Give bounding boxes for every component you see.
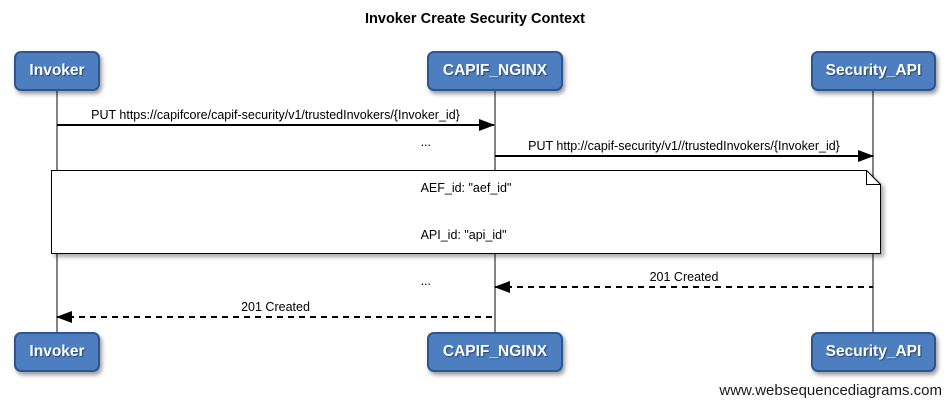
note-shape — [51, 170, 881, 254]
message-line — [57, 124, 494, 126]
watermark-websequencediagrams: www.websequencediagrams.com — [719, 382, 942, 399]
actor-capif-nginx-bottom: CAPIF_NGINX — [427, 332, 563, 372]
actor-invoker-bottom: Invoker — [14, 332, 100, 372]
arrowhead-left-icon — [494, 281, 510, 293]
message-label: PUT https://capifcore/capif-security/v1/… — [91, 108, 460, 122]
arrowhead-left-icon — [56, 311, 72, 323]
message-line — [57, 316, 494, 318]
arrowhead-right-icon — [479, 119, 495, 131]
actor-label: Security_API — [825, 343, 922, 360]
message-label: PUT http://capif-security/v1//trustedInv… — [528, 139, 840, 153]
note-line: ... — [420, 274, 431, 288]
actor-capif-nginx-top: CAPIF_NGINX — [427, 51, 563, 91]
actor-label: Invoker — [29, 62, 85, 79]
note-line: AEF_id: "aef_id" — [420, 181, 512, 195]
note-line: API_id: "api_id" — [420, 227, 507, 242]
message-line — [495, 155, 873, 157]
note-fold-icon — [866, 170, 881, 185]
message-put-trusted-invokers: PUT https://capifcore/capif-security/v1/… — [57, 104, 495, 131]
actor-invoker-top: Invoker — [14, 51, 100, 91]
message-label: 201 Created — [649, 270, 719, 284]
message-put-forward: PUT http://capif-security/v1//trustedInv… — [495, 135, 874, 162]
actor-security-api-bottom: Security_API — [811, 332, 936, 372]
actor-label: Security_API — [825, 62, 922, 79]
actor-security-api-top: Security_API — [811, 51, 936, 91]
message-201-created-to-invoker: 201 Created — [56, 296, 494, 323]
actor-label: CAPIF_NGINX — [442, 343, 548, 360]
note-line: ... — [420, 134, 431, 149]
message-label: 201 Created — [241, 300, 310, 314]
note-text: ... AEF_id: "aef_id" API_id: "api_id" ..… — [51, 135, 881, 289]
actor-label: CAPIF_NGINX — [442, 62, 548, 79]
note-body-payload: ... AEF_id: "aef_id" API_id: "api_id" ..… — [51, 135, 881, 289]
message-201-created-to-capif: 201 Created — [494, 266, 873, 293]
diagram-title: Invoker Create Security Context — [365, 11, 585, 27]
actor-label: Invoker — [29, 343, 85, 360]
arrowhead-right-icon — [858, 150, 874, 162]
message-line — [495, 286, 873, 288]
